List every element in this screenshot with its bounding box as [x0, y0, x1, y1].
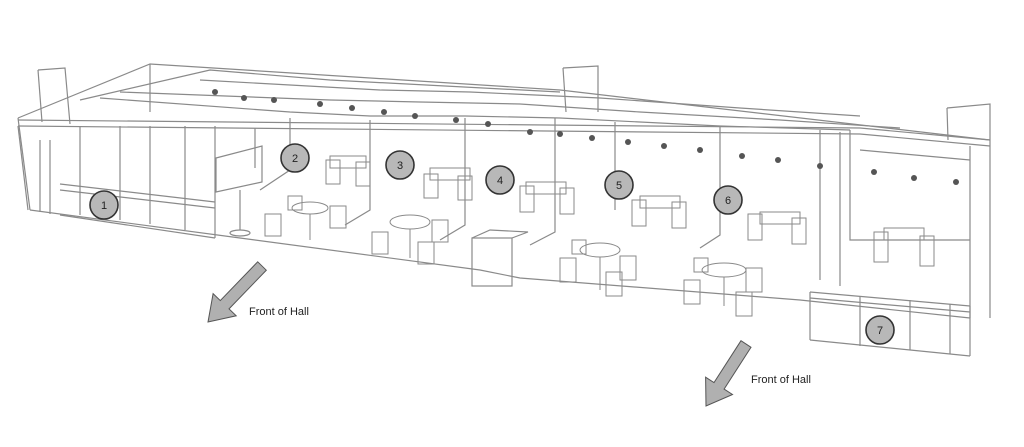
- tower-left: [37, 67, 71, 125]
- booth-number: 6: [725, 195, 731, 207]
- back-top-edge: [17, 63, 991, 141]
- booth-badge-5: 5: [604, 170, 634, 200]
- tower-mid: [562, 65, 599, 112]
- booth-badge-4: 4: [485, 165, 515, 195]
- booth-badge-3: 3: [385, 150, 415, 180]
- booth-number: 3: [397, 160, 403, 172]
- front-top-rail-inner: [17, 125, 991, 147]
- front-floor-edge: [29, 209, 971, 319]
- left-end-edge-2: [17, 125, 29, 211]
- front-of-hall-label-left: Front of Hall: [249, 306, 309, 318]
- left-end-edge: [17, 117, 31, 211]
- booth-badge-circle: [865, 315, 895, 345]
- front-of-hall-label-right: Front of Hall: [751, 374, 811, 386]
- front-top-rail: [17, 119, 991, 141]
- booth1-panel-bottom: [59, 214, 216, 239]
- booth-badge-2: 2: [280, 143, 310, 173]
- furniture: [264, 155, 935, 317]
- booth1-panel-top: [59, 183, 216, 203]
- booth-number: 4: [497, 175, 503, 187]
- tower-left-2: [37, 69, 43, 123]
- booth-badge-6: 6: [713, 185, 743, 215]
- booth-badge-circle: [713, 185, 743, 215]
- booth-number: 2: [292, 153, 298, 165]
- direction-arrows: [207, 261, 752, 407]
- booth-badge-1: 1: [89, 190, 119, 220]
- booth-badge-7: 7: [865, 315, 895, 345]
- booth-number: 5: [616, 180, 622, 192]
- tower-right: [946, 103, 991, 140]
- booth-badge-circle: [385, 150, 415, 180]
- booth1-panel-top2: [59, 189, 216, 209]
- booth-badges: 1 2 3 4 5 6 7: [89, 143, 895, 345]
- front-of-hall-arrow-icon: [207, 261, 268, 323]
- booth-badge-circle: [604, 170, 634, 200]
- tv-screen: [215, 145, 263, 193]
- booth-badge-circle: [485, 165, 515, 195]
- booth-badge-circle: [89, 190, 119, 220]
- back-rail-a: [79, 69, 561, 101]
- booth-number: 1: [101, 200, 107, 212]
- hall-structure: [17, 63, 991, 357]
- spotlights: [212, 89, 959, 185]
- tower-right-2: [946, 107, 949, 141]
- tower-mid-2: [562, 67, 567, 113]
- booth-badge-circle: [280, 143, 310, 173]
- booth-number: 7: [877, 325, 883, 337]
- front-of-hall-arrow-icon: [705, 340, 752, 407]
- info-counter: [471, 237, 513, 287]
